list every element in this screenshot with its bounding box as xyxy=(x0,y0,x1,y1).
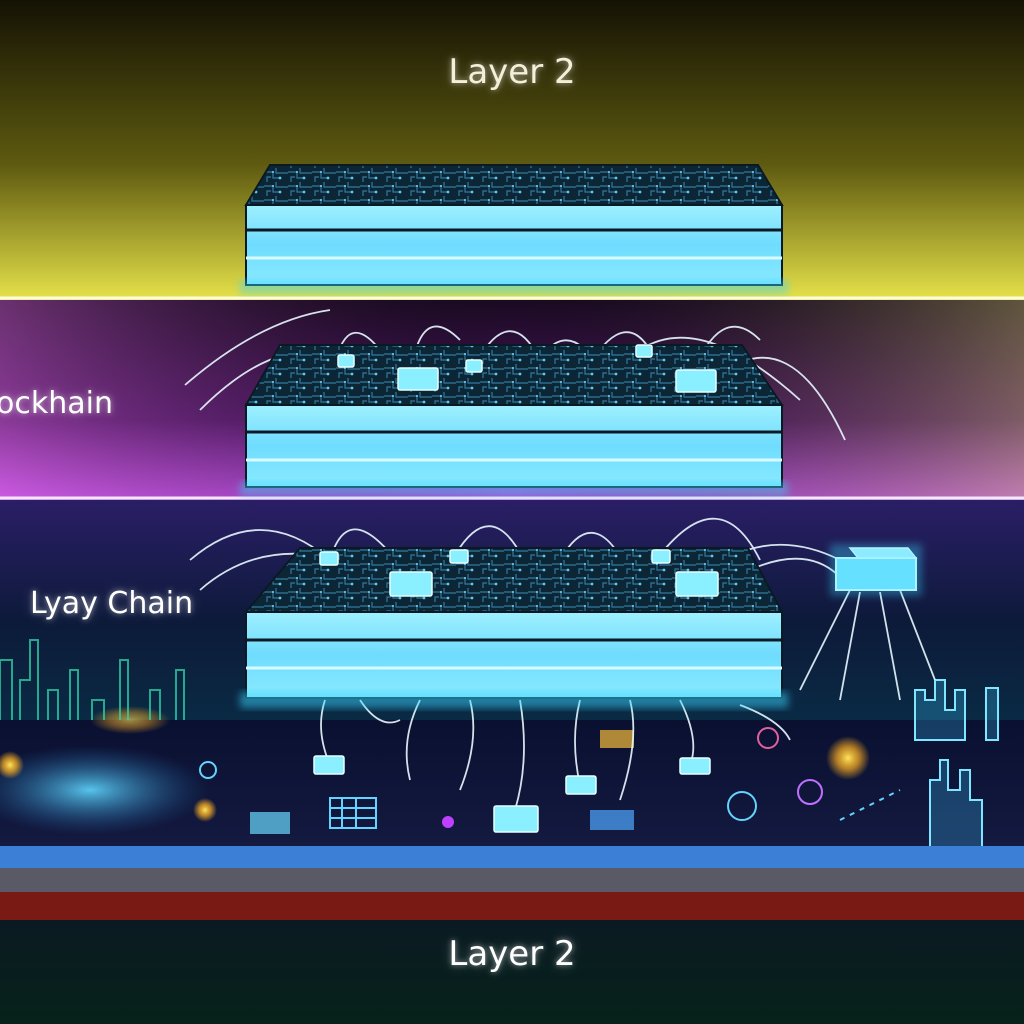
floor-data-pool xyxy=(0,745,210,835)
block-node xyxy=(675,369,717,393)
middle-layer-slab xyxy=(240,344,788,496)
block-node xyxy=(635,344,653,358)
block-node xyxy=(651,549,671,564)
floor-edge-red xyxy=(0,892,1024,920)
floor-glow-right xyxy=(826,736,870,780)
floor-glow-mid xyxy=(193,798,217,822)
block-node xyxy=(319,551,339,566)
bottom-background xyxy=(0,920,1024,1024)
relay-chain-side-label: Lyay Chain xyxy=(30,586,194,621)
block-node xyxy=(397,367,439,391)
lower-layer-slab xyxy=(240,547,788,708)
floor-glow-spark xyxy=(90,706,170,734)
floor-icons xyxy=(199,727,901,834)
block-node xyxy=(675,571,719,597)
top-layer-label: Layer 2 xyxy=(448,52,576,92)
block-node xyxy=(493,805,539,833)
floor-edge-blue xyxy=(0,846,1024,868)
right-city-skyline xyxy=(914,679,999,849)
floor-glow-left xyxy=(0,751,24,779)
block-node xyxy=(337,354,355,368)
block-node xyxy=(565,775,597,795)
block-node xyxy=(389,571,433,597)
top-layer-slab xyxy=(240,164,788,294)
blockchain-side-label: ockhain xyxy=(0,386,113,421)
floor-edge-gray xyxy=(0,868,1024,892)
block-node xyxy=(679,757,711,775)
block-node xyxy=(449,549,469,564)
block-node xyxy=(313,755,345,775)
bottom-layer-label: Layer 2 xyxy=(448,934,576,974)
block-node xyxy=(465,359,483,373)
glowing-blocks xyxy=(313,344,719,833)
left-city-skyline xyxy=(0,639,185,720)
floating-cube xyxy=(830,544,922,596)
